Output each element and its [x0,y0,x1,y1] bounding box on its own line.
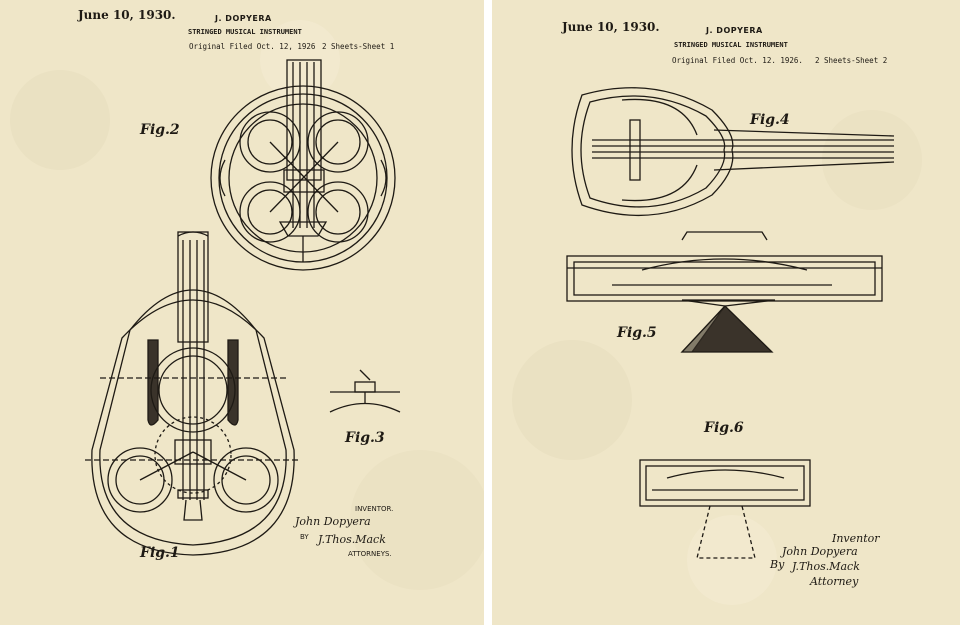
filed-date: Original Filed Oct. 12, 1926 [189,42,316,51]
sheet-number: 2 Sheets-Sheet 1 [322,42,395,51]
attorney-signature: J.Thos.Mack [792,560,860,573]
filed-date: Original Filed Oct. 12. 1926. [672,56,803,65]
by-label: By [770,558,785,571]
inventor-signature: John Dopyera [782,545,858,558]
fig5-drawing [566,231,883,353]
fig4-label: Fig.4 [750,112,790,128]
fig1-drawing [85,231,300,556]
fig4-drawing [571,87,895,217]
inventor-label: INVENTOR. [355,505,394,513]
inventor-heading: J. DOPYERA [706,26,763,35]
attorney-label: Attorney [810,575,859,588]
paper-texture [0,0,484,625]
patent-title: STRINGED MUSICAL INSTRUMENT [188,28,302,36]
by-label: BY [300,533,309,541]
patent-date: June 10, 1930. [562,20,660,34]
fig5-label: Fig.5 [617,325,657,341]
sheet-number: 2 Sheets-Sheet 2 [815,56,888,65]
inventor-heading: J. DOPYERA [215,14,272,23]
inventor-signature: John Dopyera [295,515,371,528]
attorney-label: ATTORNEYS. [348,550,392,558]
fig3-label: Fig.3 [345,430,385,446]
fig2-drawing [210,59,396,271]
fig6-drawing [639,459,811,559]
fig3-drawing [329,369,401,413]
patent-title: STRINGED MUSICAL INSTRUMENT [674,41,788,49]
patent-sheet-1: June 10, 1930. J. DOPYERA STRINGED MUSIC… [0,0,484,625]
fig1-label: Fig.1 [140,545,180,561]
patent-date: June 10, 1930. [78,8,176,22]
fig6-label: Fig.6 [704,420,744,436]
fig2-label: Fig.2 [140,122,180,138]
inventor-label: Inventor [832,532,880,545]
attorney-signature: J.Thos.Mack [318,533,386,546]
patent-sheet-2: June 10, 1930. J. DOPYERA STRINGED MUSIC… [492,0,960,625]
